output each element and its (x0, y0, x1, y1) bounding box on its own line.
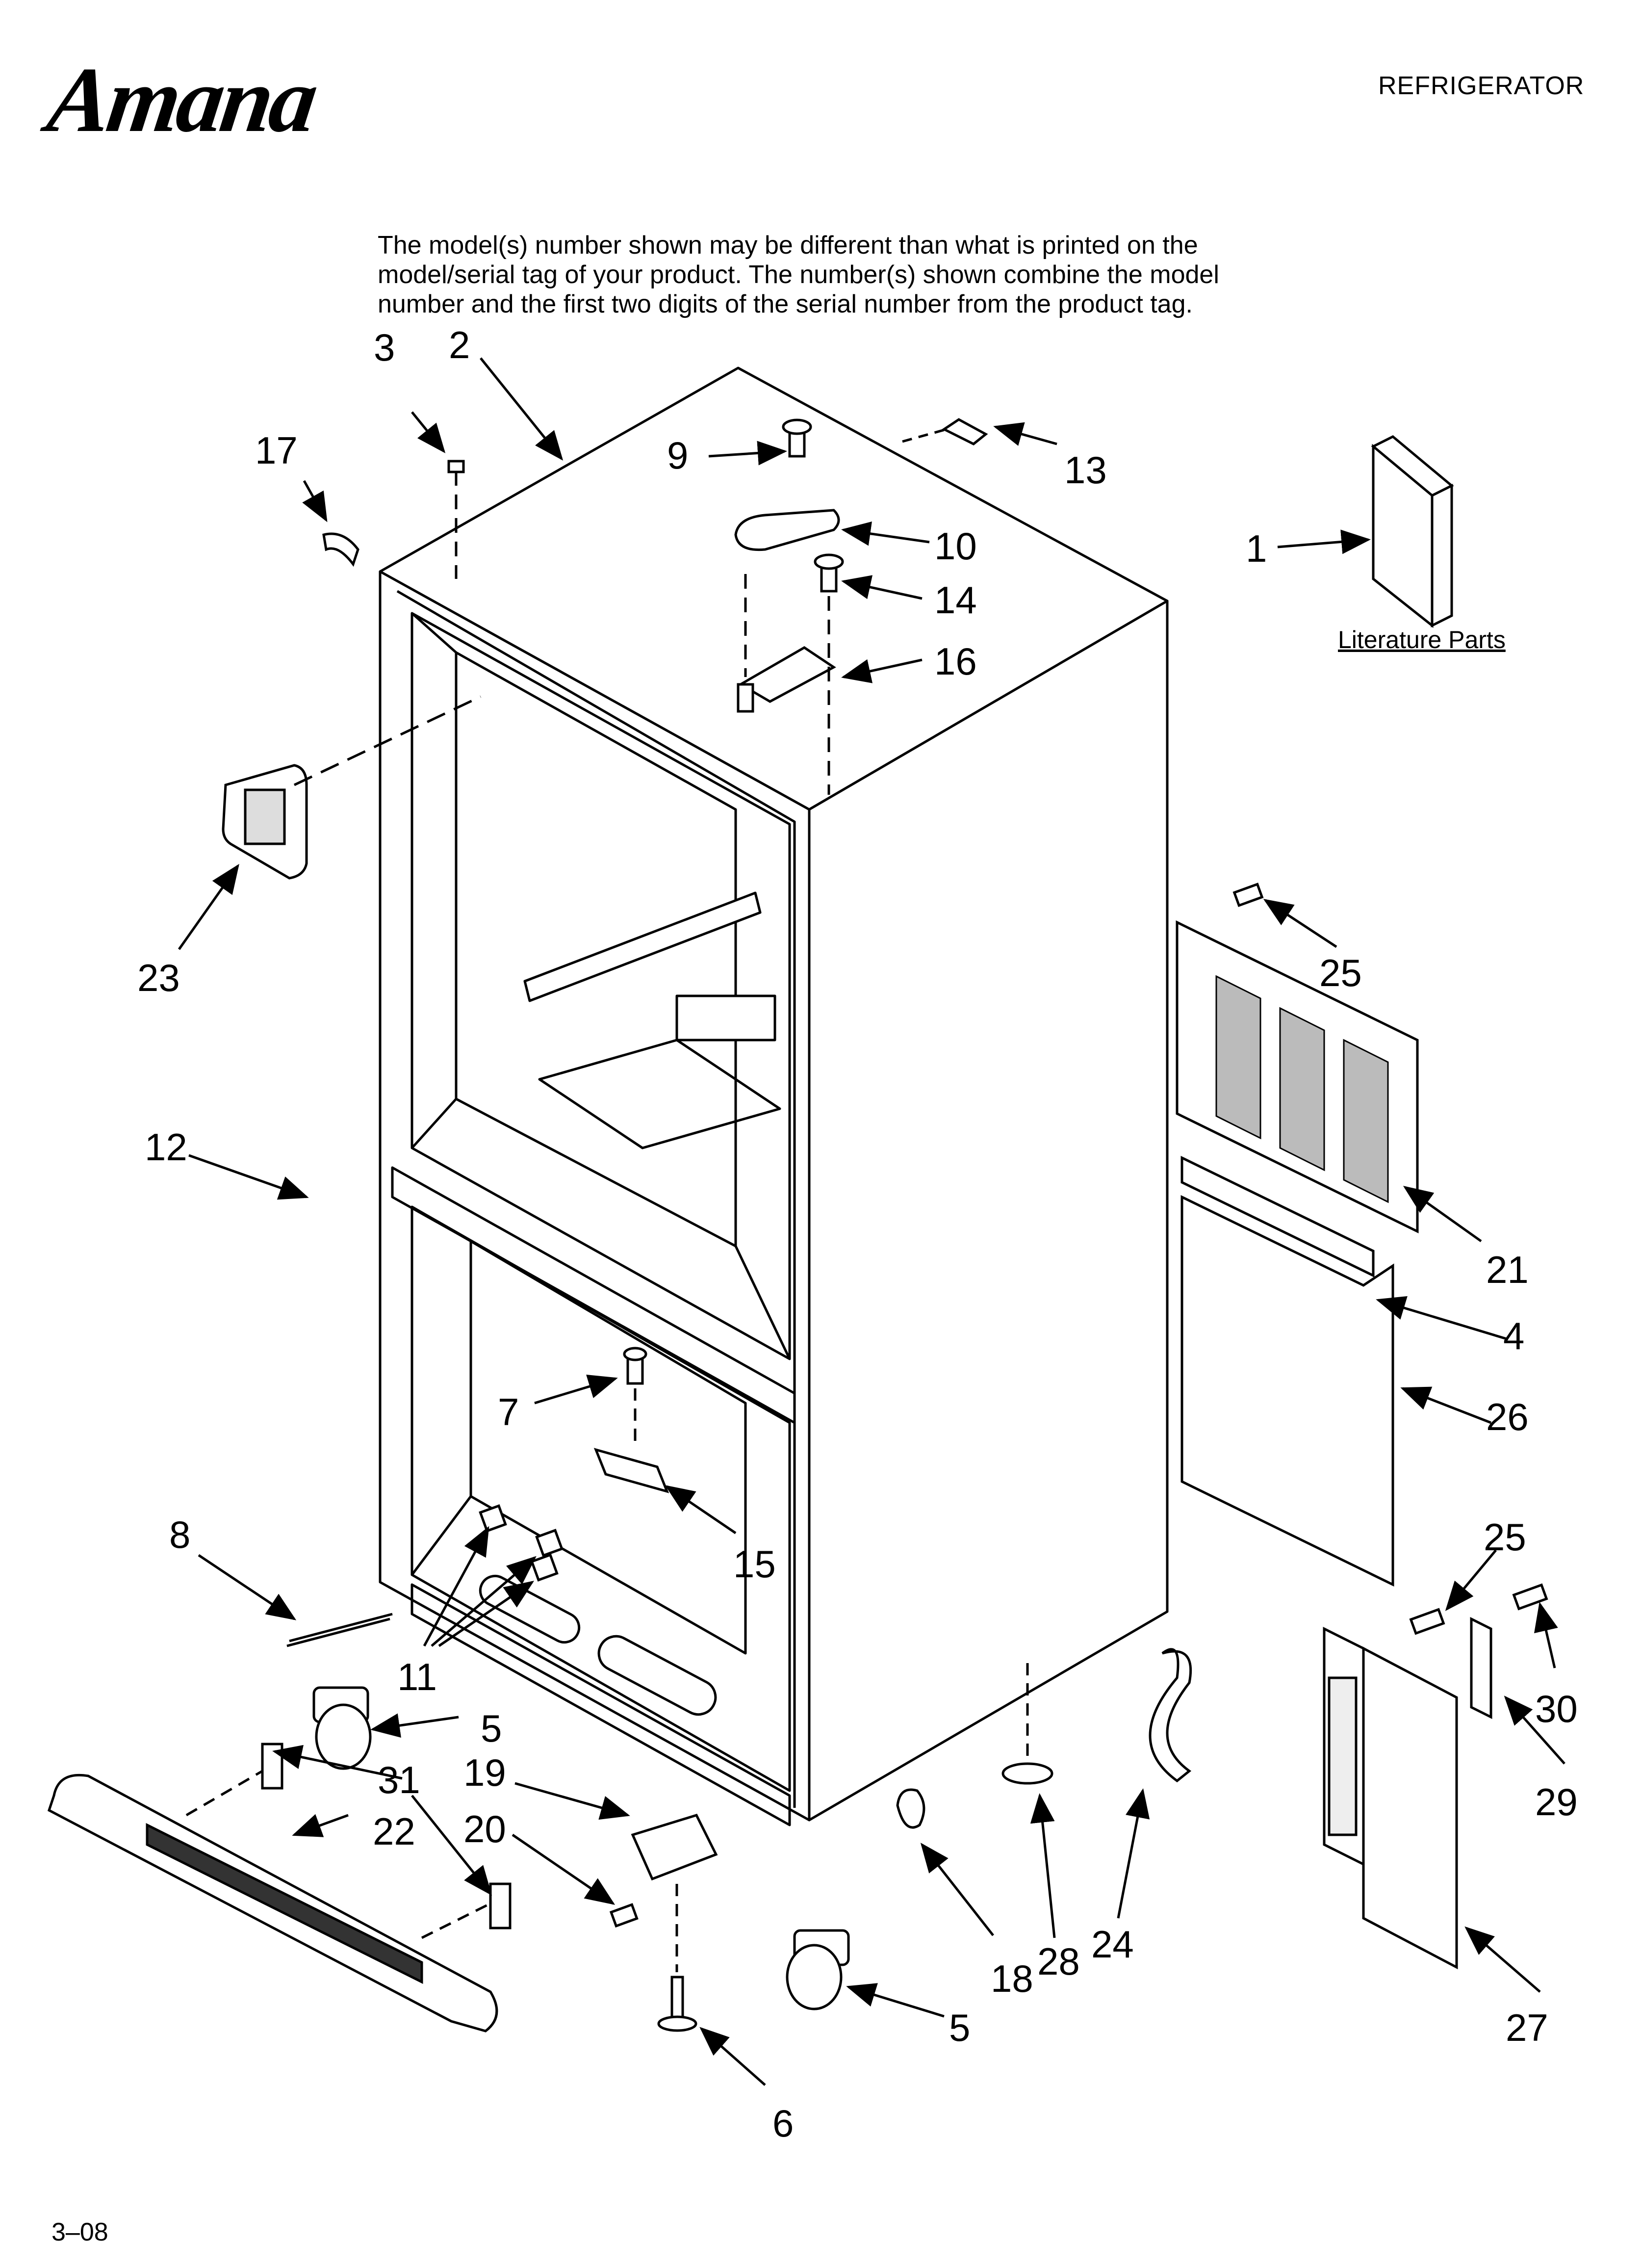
note-line: model/serial tag of your product. The nu… (378, 261, 1219, 289)
callout-16: 16 (934, 640, 977, 683)
callout-10: 10 (934, 524, 977, 568)
callout-7: 7 (498, 1390, 519, 1434)
rear-panels (1176, 883, 1419, 1587)
callout-25b: 25 (1484, 1515, 1526, 1559)
callout-4: 4 (1503, 1314, 1524, 1357)
drain-tube-24 (1149, 1648, 1192, 1783)
callout-labels: 2 3 17 9 13 10 14 16 1 23 25 12 21 4 26 … (137, 323, 1578, 2145)
callout-17: 17 (255, 429, 298, 472)
screw-30 (1512, 1583, 1548, 1611)
strip-4 (1180, 1156, 1375, 1277)
callout-5b: 5 (949, 2006, 970, 2049)
cabinet (379, 366, 1169, 1826)
bracket-29 (1470, 1616, 1492, 1720)
top-hinge-parts (322, 418, 988, 795)
callout-29: 29 (1535, 1780, 1578, 1824)
callout-31: 31 (378, 1758, 420, 1801)
leader-lines (178, 357, 1565, 2086)
hinge-16 (738, 646, 836, 703)
drain-parts (896, 1648, 1192, 1829)
callout-25: 25 (1319, 951, 1362, 994)
toe-grille-22 (47, 1743, 512, 2033)
callout-1: 1 (1246, 527, 1267, 570)
clip-31-right (489, 1882, 512, 1929)
callout-2: 2 (449, 323, 470, 366)
bracket-19 (631, 1813, 718, 1881)
literature-book (1371, 435, 1454, 628)
screw-25-top (1232, 883, 1264, 907)
callout-9: 9 (667, 434, 688, 477)
note-line: The model(s) number shown may be differe… (378, 231, 1198, 260)
note-line: number and the first two digits of the s… (378, 290, 1193, 318)
callout-13: 13 (1064, 448, 1107, 492)
callout-26: 26 (1486, 1395, 1529, 1438)
callout-11: 11 (397, 1655, 437, 1698)
callout-12: 12 (145, 1125, 187, 1169)
literature-parts-label: Literature Parts (1338, 626, 1506, 653)
casters (312, 1686, 850, 2010)
clip-31-left (261, 1743, 283, 1790)
lower-hinge-parts (286, 1347, 718, 2032)
callout-6: 6 (772, 2102, 794, 2145)
callout-5: 5 (481, 1707, 502, 1750)
callout-30: 30 (1535, 1687, 1578, 1730)
clamp-18 (896, 1788, 925, 1829)
hinge-cover-10 (734, 509, 840, 551)
grommet-28 (1001, 1762, 1053, 1785)
panel-26 (1180, 1195, 1394, 1587)
callout-19: 19 (463, 1751, 506, 1794)
model-number-note: The model(s) number shown may be differe… (378, 231, 1359, 319)
callout-18: 18 (991, 1957, 1033, 2000)
callout-3: 3 (374, 326, 395, 369)
callout-20: 20 (463, 1807, 506, 1851)
callout-23: 23 (137, 956, 180, 999)
temperature-control-23 (222, 695, 482, 880)
callout-15: 15 (733, 1542, 776, 1586)
footer-code: 3–08 (51, 2218, 108, 2246)
callout-24: 24 (1091, 1923, 1134, 1966)
callout-8: 8 (169, 1513, 190, 1556)
callout-22: 22 (373, 1810, 415, 1853)
screw-25-lower (1409, 1608, 1445, 1635)
callout-27: 27 (1506, 2006, 1548, 2049)
screw-20 (609, 1903, 639, 1928)
part-17 (322, 532, 359, 567)
callout-28: 28 (1037, 1940, 1080, 1983)
mounting-bracket-27 (1323, 1583, 1548, 1970)
callout-21: 21 (1486, 1248, 1529, 1291)
leveler-6 (670, 1976, 684, 2023)
callout-14: 14 (934, 578, 977, 622)
document-type: REFRIGERATOR (1378, 72, 1585, 100)
plug-13 (942, 418, 988, 445)
